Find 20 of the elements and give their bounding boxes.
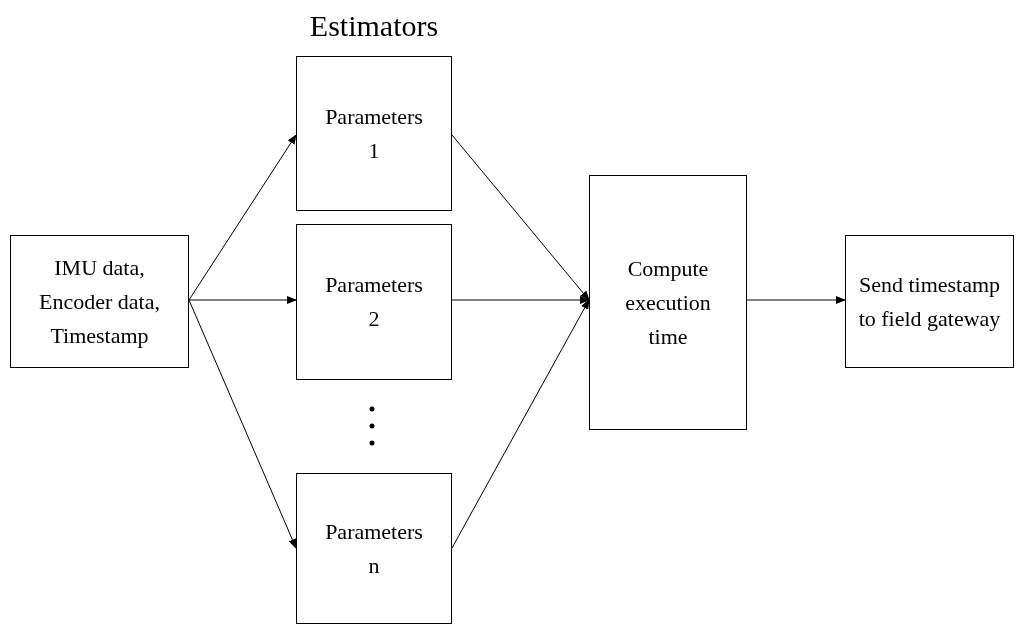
box-text: Parameters 2 [325, 271, 423, 333]
box-text: Send timestamp to field gateway [857, 270, 1002, 333]
arrow [451, 134, 590, 301]
group-title: Estimators [308, 8, 440, 44]
box-text: Parameters 1 [325, 102, 423, 165]
arrow [746, 296, 846, 304]
process-box [296, 473, 452, 624]
process-box [589, 175, 747, 430]
box-text: IMU data, Encoder data, Timestamp [38, 253, 161, 350]
arrow [451, 299, 590, 549]
process-box [10, 235, 189, 368]
arrow [188, 296, 297, 304]
process-box [296, 56, 452, 211]
arrow [451, 296, 590, 304]
box-text: Compute execution time [625, 254, 711, 351]
process-box [296, 224, 452, 380]
arrow [188, 299, 297, 549]
arrow [188, 134, 297, 301]
process-box [845, 235, 1014, 368]
box-text: Parameters n [325, 517, 423, 580]
